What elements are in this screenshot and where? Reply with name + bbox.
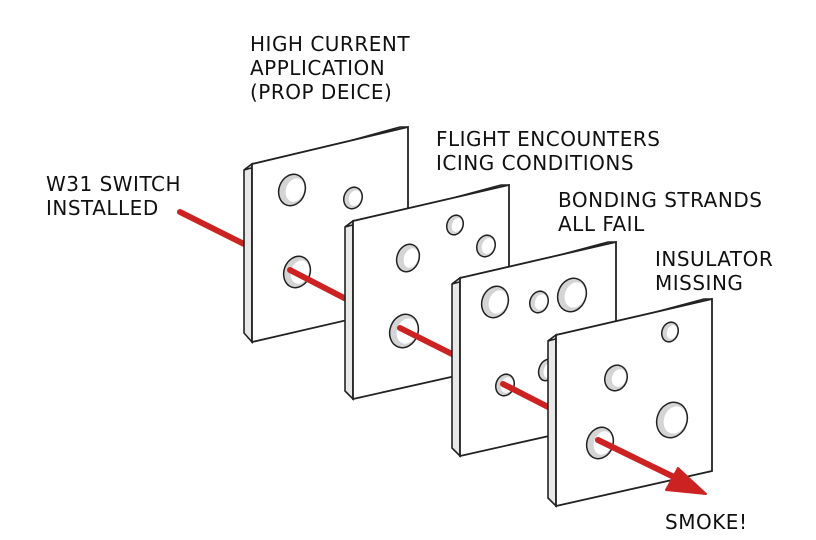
label-line: W31 SWITCH [46, 172, 181, 196]
label-smoke: SMOKE! [665, 510, 747, 534]
label-line: ALL FAIL [558, 212, 645, 236]
label-line: BONDING STRANDS [558, 188, 763, 212]
label-high-current: HIGH CURRENT APPLICATION (PROP DEICE) [250, 32, 410, 104]
arrow-segment-entry [177, 209, 247, 247]
slice-4-insulator-missing [547, 297, 713, 508]
label-line: (PROP DEICE) [250, 80, 393, 104]
arrow-segment-3 [500, 381, 559, 414]
label-w31-switch: W31 SWITCH INSTALLED [46, 172, 181, 220]
arrow-segment-1 [287, 267, 351, 303]
arrow-head [665, 467, 707, 495]
label-flight-icing: FLIGHT ENCOUNTERS ICING CONDITIONS [436, 127, 661, 175]
label-bonding-strands: BONDING STRANDS ALL FAIL [558, 188, 762, 236]
label-line: FLIGHT ENCOUNTERS [436, 127, 661, 151]
arrow-segment-exit [595, 437, 679, 481]
label-line: HIGH CURRENT [250, 32, 411, 56]
label-line: INSTALLED [46, 196, 159, 220]
label-line: APPLICATION [250, 56, 386, 80]
label-insulator-missing: INSULATOR MISSING [655, 247, 773, 295]
label-line: INSULATOR [655, 247, 774, 271]
label-line: ICING CONDITIONS [436, 151, 635, 175]
label-line: MISSING [655, 271, 744, 295]
arrow-segment-2 [397, 325, 459, 359]
label-line: SMOKE! [665, 510, 748, 534]
